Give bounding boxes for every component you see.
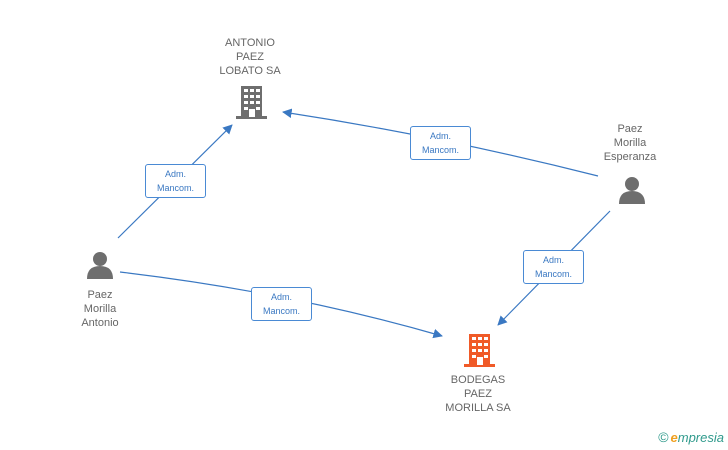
person-icon[interactable] [619, 177, 645, 204]
company-label-bodegas-paez-morilla[interactable]: BODEGAS PAEZ MORILLA SA [445, 374, 511, 414]
copyright-symbol: © [658, 429, 669, 445]
person-label-paez-morilla-antonio[interactable]: Paez Morilla Antonio [81, 289, 119, 329]
edges-layer [117, 108, 611, 339]
building-icon[interactable] [464, 334, 495, 367]
building-icon[interactable] [236, 86, 267, 119]
brand-name: mpresia [677, 430, 724, 445]
brand-logo: ©empresia [658, 429, 724, 445]
edge-label-antonio-to-bodegas[interactable]: Adm. Mancom. [251, 287, 312, 321]
edge-label-esperanza-to-bodegas[interactable]: Adm. Mancom. [523, 250, 584, 284]
company-label-antonio-paez-lobato[interactable]: ANTONIO PAEZ LOBATO SA [219, 37, 281, 77]
person-icon[interactable] [87, 252, 113, 279]
person-label-paez-morilla-esperanza[interactable]: Paez Morilla Esperanza [603, 123, 657, 163]
edge-label-esperanza-to-lobato[interactable]: Adm. Mancom. [410, 126, 471, 160]
edge-label-antonio-to-lobato[interactable]: Adm. Mancom. [145, 164, 206, 198]
brand-initial: e [670, 430, 678, 445]
